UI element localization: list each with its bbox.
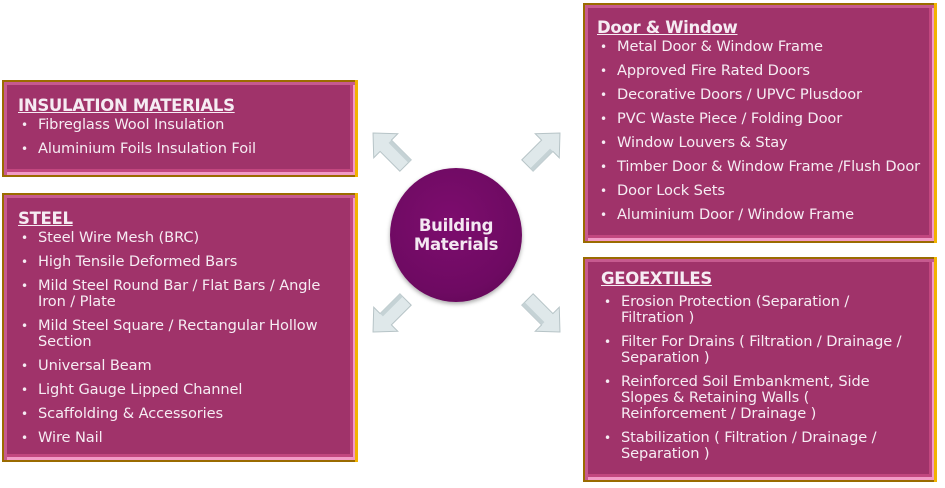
steel-title: STEEL bbox=[18, 209, 73, 228]
list-item: PVC Waste Piece / Folding Door bbox=[597, 111, 931, 128]
list-item: Light Gauge Lipped Channel bbox=[18, 382, 346, 399]
arrow-to-door-window-icon bbox=[521, 132, 561, 172]
geotextiles-box: GEOEXTILES Erosion Protection (Separatio… bbox=[583, 257, 937, 482]
list-item: Mild Steel Square / Rectangular Hollow S… bbox=[18, 318, 346, 350]
list-item: Stabilization ( Filtration / Drainage / … bbox=[601, 430, 925, 462]
door-window-list: Metal Door & Window Frame Approved Fire … bbox=[597, 39, 931, 224]
hub-label-line2: Materials bbox=[413, 235, 499, 254]
building-materials-hub: Building Materials bbox=[390, 168, 522, 302]
arrow-to-steel-icon bbox=[372, 293, 412, 333]
list-item: Universal Beam bbox=[18, 358, 346, 375]
geotextiles-list: Erosion Protection (Separation / Filtrat… bbox=[601, 294, 925, 462]
list-item: Approved Fire Rated Doors bbox=[597, 63, 931, 80]
list-item: Erosion Protection (Separation / Filtrat… bbox=[601, 294, 925, 326]
geotextiles-title: GEOEXTILES bbox=[601, 269, 712, 288]
insulation-title: INSULATION MATERIALS bbox=[18, 96, 235, 115]
hub-label: Building Materials bbox=[413, 216, 499, 254]
list-item: Filter For Drains ( Filtration / Drainag… bbox=[601, 334, 925, 366]
list-item: High Tensile Deformed Bars bbox=[18, 254, 346, 271]
arrow-to-geotextiles-icon bbox=[521, 293, 561, 333]
list-item: Door Lock Sets bbox=[597, 183, 931, 200]
door-window-box: Door & Window Metal Door & Window Frame … bbox=[583, 3, 937, 243]
insulation-materials-box: INSULATION MATERIALS Fibreglass Wool Ins… bbox=[2, 80, 358, 177]
door-window-title: Door & Window bbox=[597, 18, 738, 37]
list-item: Decorative Doors / UPVC Plusdoor bbox=[597, 87, 931, 104]
list-item: Aluminium Foils Insulation Foil bbox=[18, 141, 346, 158]
arrow-to-insulation-icon bbox=[372, 132, 412, 172]
list-item: Metal Door & Window Frame bbox=[597, 39, 931, 56]
steel-list: Steel Wire Mesh (BRC) High Tensile Defor… bbox=[18, 230, 346, 447]
list-item: Timber Door & Window Frame /Flush Door bbox=[597, 159, 931, 176]
list-item: Window Louvers & Stay bbox=[597, 135, 931, 152]
list-item: Steel Wire Mesh (BRC) bbox=[18, 230, 346, 247]
insulation-list: Fibreglass Wool Insulation Aluminium Foi… bbox=[18, 117, 346, 158]
list-item: Fibreglass Wool Insulation bbox=[18, 117, 346, 134]
list-item: Aluminium Door / Window Frame bbox=[597, 207, 931, 224]
list-item: Reinforced Soil Embankment, Side Slopes … bbox=[601, 374, 925, 422]
hub-label-line1: Building bbox=[418, 216, 494, 235]
list-item: Wire Nail bbox=[18, 430, 346, 447]
list-item: Scaffolding & Accessories bbox=[18, 406, 346, 423]
steel-box: STEEL Steel Wire Mesh (BRC) High Tensile… bbox=[2, 193, 358, 462]
list-item: Mild Steel Round Bar / Flat Bars / Angle… bbox=[18, 278, 346, 310]
